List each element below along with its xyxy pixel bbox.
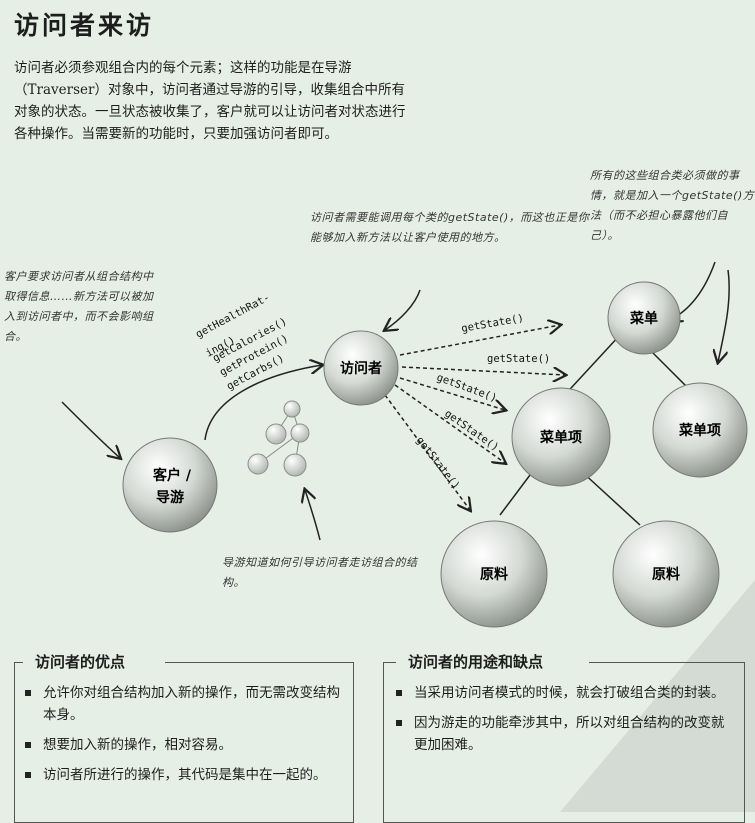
- mini-tree-nodes: [247, 400, 310, 477]
- list-item: 允许你对组合结构加入新的操作，而无需改变结构本身。: [21, 682, 341, 726]
- node-ingredient-2: [612, 520, 720, 628]
- node-menu: [607, 281, 681, 355]
- client-label-line2: 导游: [156, 489, 184, 506]
- pros-title: 访问者的优点: [25, 651, 136, 672]
- pros-box: 访问者的优点 允许你对组合结构加入新的操作，而无需改变结构本身。 想要加入新的操…: [14, 651, 354, 823]
- getstate-label: getState(): [414, 434, 462, 491]
- list-item: 访问者所进行的操作，其代码是集中在一起的。: [21, 764, 341, 786]
- menuitem-2-label: 菜单项: [678, 422, 721, 439]
- getstate-label: getState(): [460, 312, 524, 335]
- ingredient-2-label: 原料: [652, 566, 680, 583]
- node-menuitem-1: [511, 387, 611, 487]
- node-menuitem-2: [652, 382, 748, 478]
- page-title: 访问者来访: [14, 11, 155, 40]
- getstate-label: getState(): [435, 372, 499, 405]
- menuitem-to-ingredient-1-line: [499, 474, 531, 516]
- node-visitor: [323, 330, 399, 406]
- composite-annotation: 所有的这些组合类必须做的事情，就是加入一个getState()方法（而不必担心暴…: [590, 169, 755, 242]
- watermark: [560, 580, 755, 812]
- pros-list: 允许你对组合结构加入新的操作，而无需改变结构本身。 想要加入新的操作，相对容易。…: [21, 682, 341, 794]
- getstate-arrow-menu: [399, 325, 560, 356]
- client-label-line1: 客户 /: [152, 467, 192, 484]
- getstate-annotation: 访问者需要能调用每个类的getState()，而这也正是你能够加入新方法以让客户…: [310, 211, 590, 244]
- traverser-annotation: 导游知道如何引导访问者走访组合的结构。: [222, 556, 418, 589]
- getstate-arrow-2: [401, 366, 565, 375]
- intro-paragraph: 访问者必须参观组合内的每个元素；这样的功能是在导游（Traverser）对象中，…: [14, 60, 406, 142]
- node-labels: 客户 / 导游 访问者 菜单 菜单项 菜单项 原料 原料: [152, 310, 721, 583]
- node-ingredient-1: [440, 520, 548, 628]
- list-item: 当采用访问者模式的时候，就会打破组合类的封装。: [392, 682, 732, 704]
- getstate-arrow-menuitem: [399, 377, 505, 410]
- cons-title: 访问者的用途和缺点: [398, 651, 554, 672]
- client-to-visitor-arrow: [204, 365, 322, 441]
- getstate-arrow-4: [394, 384, 505, 463]
- client-note-arrow: [61, 401, 120, 458]
- method-list: getHealthRat- ing() getCalories() getPro…: [194, 291, 291, 392]
- getstate-note-arrow: [385, 289, 421, 330]
- composite-note-arrow-2: [718, 269, 730, 362]
- cons-list: 当采用访问者模式的时候，就会打破组合类的封装。 因为游走的功能牵涉其中，所以对组…: [392, 682, 732, 764]
- getstate-arrows: [384, 325, 565, 510]
- getstate-arrow-ingredient: [384, 394, 470, 510]
- list-item: 因为游走的功能牵涉其中，所以对组合结构的改变就更加困难。: [392, 712, 732, 756]
- cons-box: 访问者的用途和缺点 当采用访问者模式的时候，就会打破组合类的封装。 因为游走的功…: [383, 651, 745, 823]
- getstate-label: getState(): [442, 408, 501, 454]
- client-annotation: 客户要求访问者从组合结构中取得信息……新方法可以被加入到访问者中，而不会影响组合…: [4, 270, 154, 343]
- ingredient-1-label: 原料: [480, 566, 508, 583]
- list-item: 想要加入新的操作，相对容易。: [21, 734, 341, 756]
- menuitem-to-ingredient-2-line: [579, 469, 641, 526]
- getstate-label: getState(): [487, 353, 550, 365]
- traverser-note-arrow: [305, 490, 321, 541]
- menu-label: 菜单: [629, 310, 658, 327]
- visitor-label: 访问者: [340, 360, 382, 377]
- menuitem-1-label: 菜单项: [539, 429, 582, 446]
- node-client: [122, 437, 218, 533]
